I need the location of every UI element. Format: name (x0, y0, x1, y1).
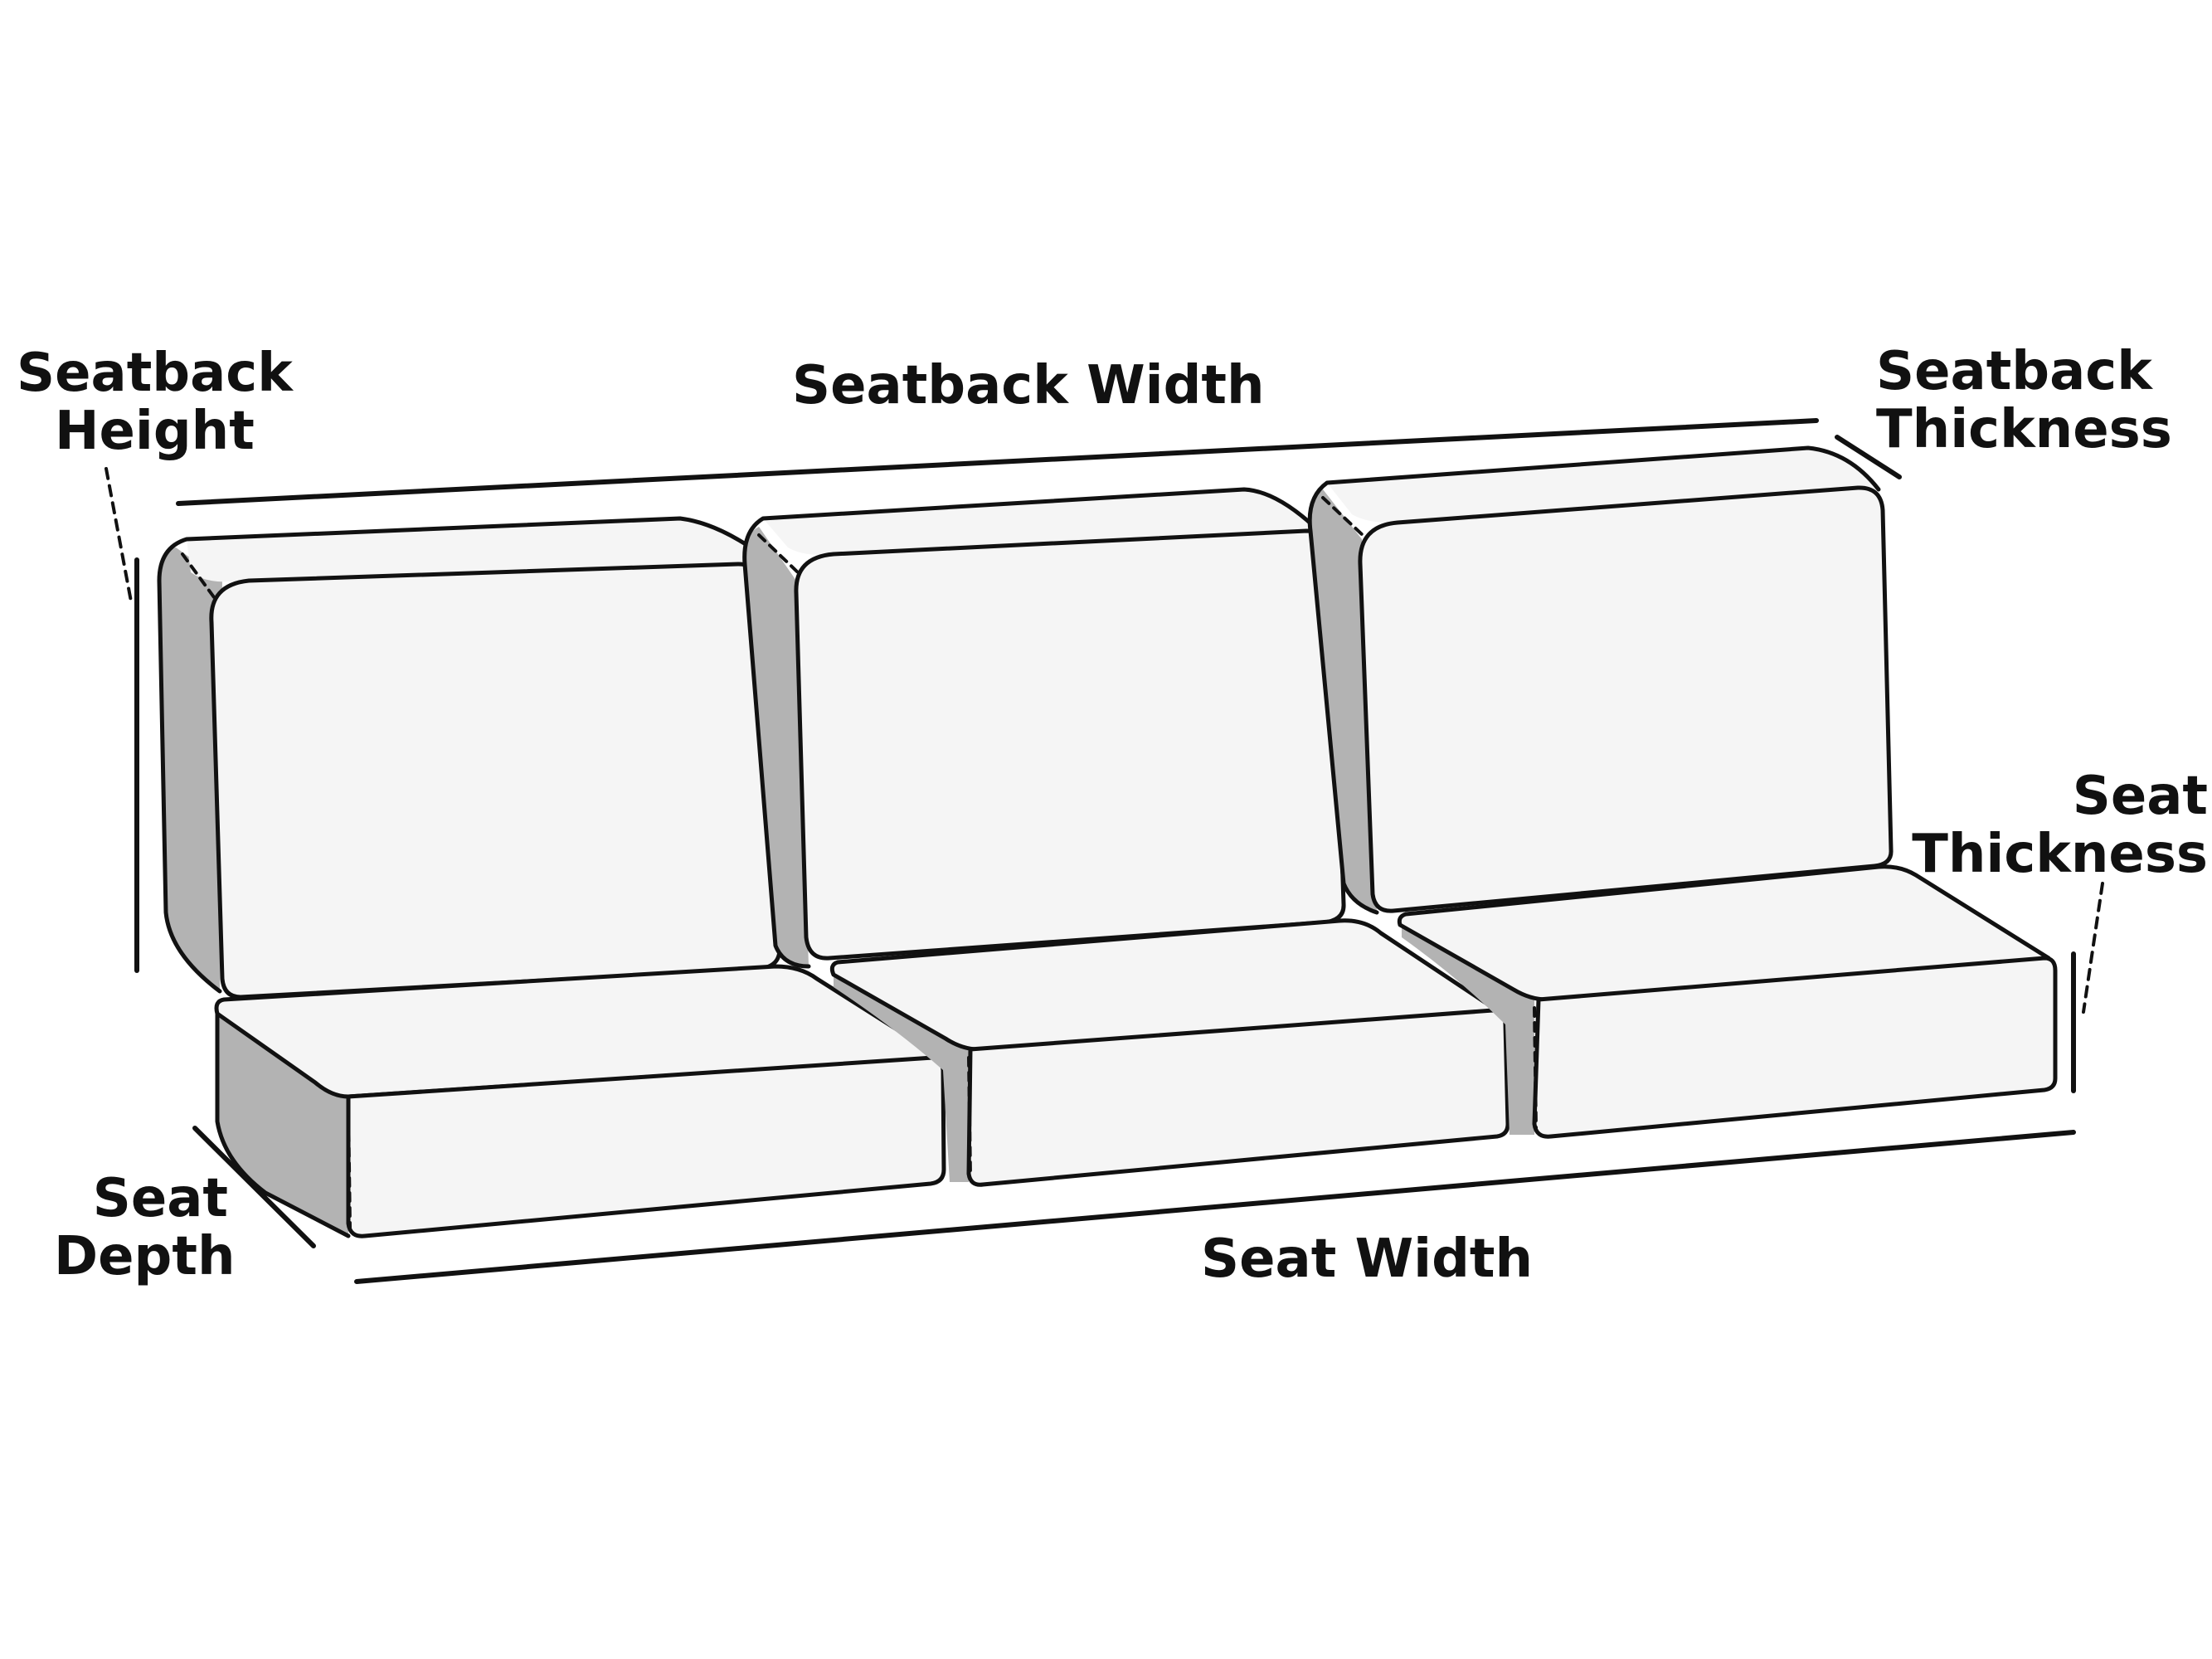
seatback-middle-side (744, 527, 809, 966)
seatback-cushion-right (1307, 445, 1894, 915)
seatback-middle-top (763, 489, 1319, 555)
seatback-thickness-label: Seatback Thickness (1876, 343, 2172, 459)
seat-middle-hidden-edge (967, 1056, 972, 1178)
seatback-thickness-label-line1: Seatback (1876, 341, 2152, 402)
seatback-right-top (1327, 448, 1879, 523)
seat-width-label: Seat Width (1201, 1230, 1533, 1288)
seat-left-top (214, 964, 944, 1099)
seat-cushion-right (1397, 864, 2058, 1139)
seat-cushion-left (214, 964, 946, 1238)
seatback-right-hidden-edge (1321, 496, 1364, 537)
seat-thickness-label: Seat Thickness (1912, 767, 2208, 883)
seatback-cushion-left (157, 516, 782, 1000)
seatback-width-label-text: Seatback Width (792, 355, 1265, 416)
seatback-height-leader (105, 467, 133, 603)
seatback-thickness-dimension-line (1835, 435, 1902, 479)
seatback-right-front (1358, 485, 1894, 913)
seat-left-hidden-edge (347, 1102, 352, 1229)
seat-thickness-leader (2082, 882, 2104, 1014)
seatback-width-label: Seatback Width (792, 357, 1265, 415)
seat-thickness-label-line2: Thickness (1912, 824, 2208, 885)
seat-depth-dimension-line (192, 1126, 316, 1248)
seatback-thickness-label-line2: Thickness (1876, 399, 2172, 460)
seatback-height-label: Seatback Height (17, 344, 293, 460)
seatback-left-side (158, 547, 222, 991)
seatback-middle-front (794, 528, 1346, 961)
seat-depth-label: Seat Depth (54, 1168, 236, 1287)
seatback-cushion-middle (742, 487, 1346, 969)
seat-depth-label-line1: Seat (92, 1168, 228, 1229)
seat-width-dimension-line (354, 1130, 2076, 1284)
seatback-left-hidden-edge (181, 552, 216, 599)
seat-left-outline (215, 1011, 351, 1238)
seatback-right-outline (1307, 445, 1881, 915)
seatback-middle-hidden-edge (757, 533, 800, 574)
seat-cushion-middle (829, 918, 1510, 1187)
seat-middle-top (829, 918, 1500, 1052)
seat-right-front (1532, 956, 2058, 1139)
seatback-height-label-line1: Seatback (17, 343, 293, 404)
seatback-left-front (209, 562, 782, 1000)
seat-right-top (1397, 864, 2051, 1002)
seat-depth-label-line2: Depth (54, 1226, 236, 1287)
seatback-width-dimension-line (176, 418, 1819, 506)
seatback-height-label-line2: Height (54, 401, 255, 462)
seat-width-label-text: Seat Width (1201, 1228, 1534, 1290)
seat-thickness-label-line1: Seat (2072, 766, 2208, 827)
seat-right-hidden-edge (1533, 1006, 1538, 1130)
